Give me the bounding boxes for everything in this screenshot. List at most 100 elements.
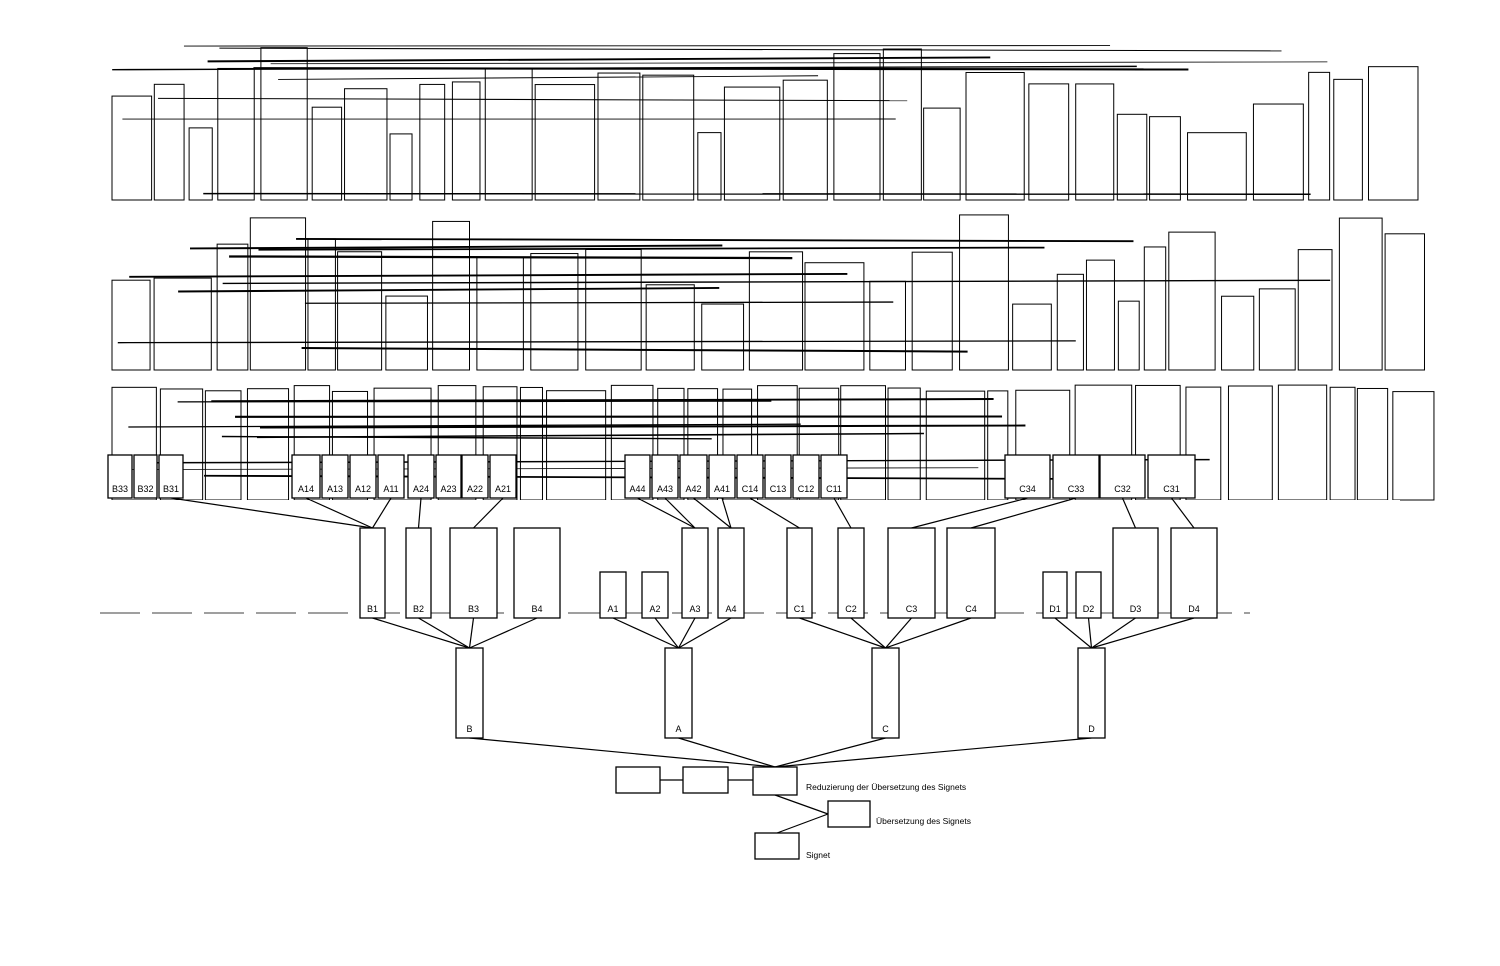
scanned-box — [959, 214, 1009, 371]
connector — [885, 617, 972, 649]
connector — [850, 617, 886, 649]
connector — [774, 737, 1092, 768]
connector — [774, 737, 886, 768]
scanned-box — [701, 303, 745, 371]
scan-streak — [112, 65, 1137, 71]
scan-streak — [278, 75, 819, 80]
scan-streak — [221, 435, 712, 440]
level2-node-label: A1 — [607, 604, 618, 614]
level2-node: A2 — [641, 571, 669, 619]
scanned-box — [965, 71, 1025, 201]
scanned-box — [1168, 231, 1216, 371]
level3-node: A23 — [435, 454, 462, 499]
scanned-box — [723, 86, 781, 201]
scanned-box — [1277, 384, 1328, 501]
connector — [774, 794, 829, 815]
level2-node: A1 — [599, 571, 627, 619]
level3-node: B32 — [133, 454, 158, 499]
scanned-box — [1329, 386, 1356, 501]
scanned-box — [1258, 288, 1296, 371]
scan-streak — [270, 61, 1328, 65]
connector — [417, 497, 422, 529]
level2-node-label: D1 — [1049, 604, 1061, 614]
scanned-box — [748, 251, 804, 371]
connector — [1054, 617, 1092, 649]
scanned-box — [1384, 233, 1425, 371]
level3-node-label: C11 — [826, 484, 842, 494]
scanned-box — [1149, 116, 1181, 201]
level1-node: B — [455, 647, 484, 739]
scanned-box — [419, 83, 446, 201]
level2-node: B4 — [513, 527, 561, 619]
level3-node: C34 — [1004, 454, 1051, 499]
scanned-box — [925, 390, 986, 501]
level1-node: C — [871, 647, 900, 739]
scanned-box — [216, 243, 249, 371]
level3-node-label: A44 — [629, 484, 645, 494]
signet-node — [754, 832, 800, 860]
scanned-box — [1116, 113, 1148, 201]
level3-node: C11 — [820, 454, 848, 499]
level2-node: D1 — [1042, 571, 1068, 619]
caption-reduction: Reduzierung der Übersetzung des Signets — [806, 782, 966, 792]
level3-node: A44 — [624, 454, 651, 499]
level2-node-label: A3 — [689, 604, 700, 614]
level2-node: C4 — [946, 527, 996, 619]
connector — [1091, 617, 1136, 649]
connector — [418, 617, 470, 649]
scanned-box — [833, 53, 881, 201]
scanned-box — [804, 262, 865, 371]
level2-node-label: D2 — [1083, 604, 1095, 614]
level2-node: B1 — [359, 527, 386, 619]
level3-node: A22 — [461, 454, 489, 499]
scan-streak — [222, 279, 1331, 285]
scanned-box — [869, 280, 906, 371]
connector — [637, 497, 696, 529]
level3-node: A43 — [651, 454, 679, 499]
level3-node: A21 — [489, 454, 517, 499]
level3-node-label: C34 — [1019, 484, 1036, 494]
level2-node-label: C3 — [906, 604, 918, 614]
level2-node-label: C2 — [845, 604, 857, 614]
level3-node: B31 — [158, 454, 184, 499]
connector — [372, 617, 470, 649]
connector — [970, 497, 1077, 529]
connector — [885, 617, 912, 649]
level3-node-label: A21 — [495, 484, 511, 494]
connector — [721, 497, 732, 529]
scan-streak — [258, 246, 1045, 251]
scan-streak — [117, 340, 1076, 344]
scanned-box — [188, 127, 213, 201]
connector — [833, 497, 852, 529]
level2-node-label: A2 — [649, 604, 660, 614]
level3-node-label: A24 — [413, 484, 429, 494]
scanned-box — [1221, 295, 1255, 371]
level2-node-label: A4 — [725, 604, 736, 614]
level3-node: C31 — [1147, 454, 1196, 499]
level2-node-label: C1 — [794, 604, 806, 614]
scanned-box — [389, 133, 413, 201]
translation-node — [827, 800, 871, 828]
level2-node-label: C4 — [965, 604, 977, 614]
scanned-box — [1367, 66, 1419, 201]
level3-node-label: C31 — [1163, 484, 1180, 494]
scan-streak — [259, 424, 1026, 429]
scan-streak — [128, 423, 801, 428]
scanned-box — [1392, 391, 1435, 501]
level1-node: D — [1077, 647, 1106, 739]
scan-streak — [190, 244, 723, 250]
level1-node-label: B — [466, 724, 472, 734]
scanned-box — [1227, 385, 1273, 501]
level3-node-label: C14 — [742, 484, 759, 494]
scanned-box — [432, 220, 470, 371]
level3-node-label: B33 — [112, 484, 128, 494]
scanned-box — [1117, 300, 1140, 371]
connector — [749, 497, 800, 529]
scanned-box — [484, 67, 533, 201]
scanned-box — [1028, 83, 1070, 201]
level2-node: C3 — [887, 527, 936, 619]
connector — [693, 497, 732, 529]
scanned-box — [204, 390, 242, 501]
level3-node: C12 — [792, 454, 820, 499]
